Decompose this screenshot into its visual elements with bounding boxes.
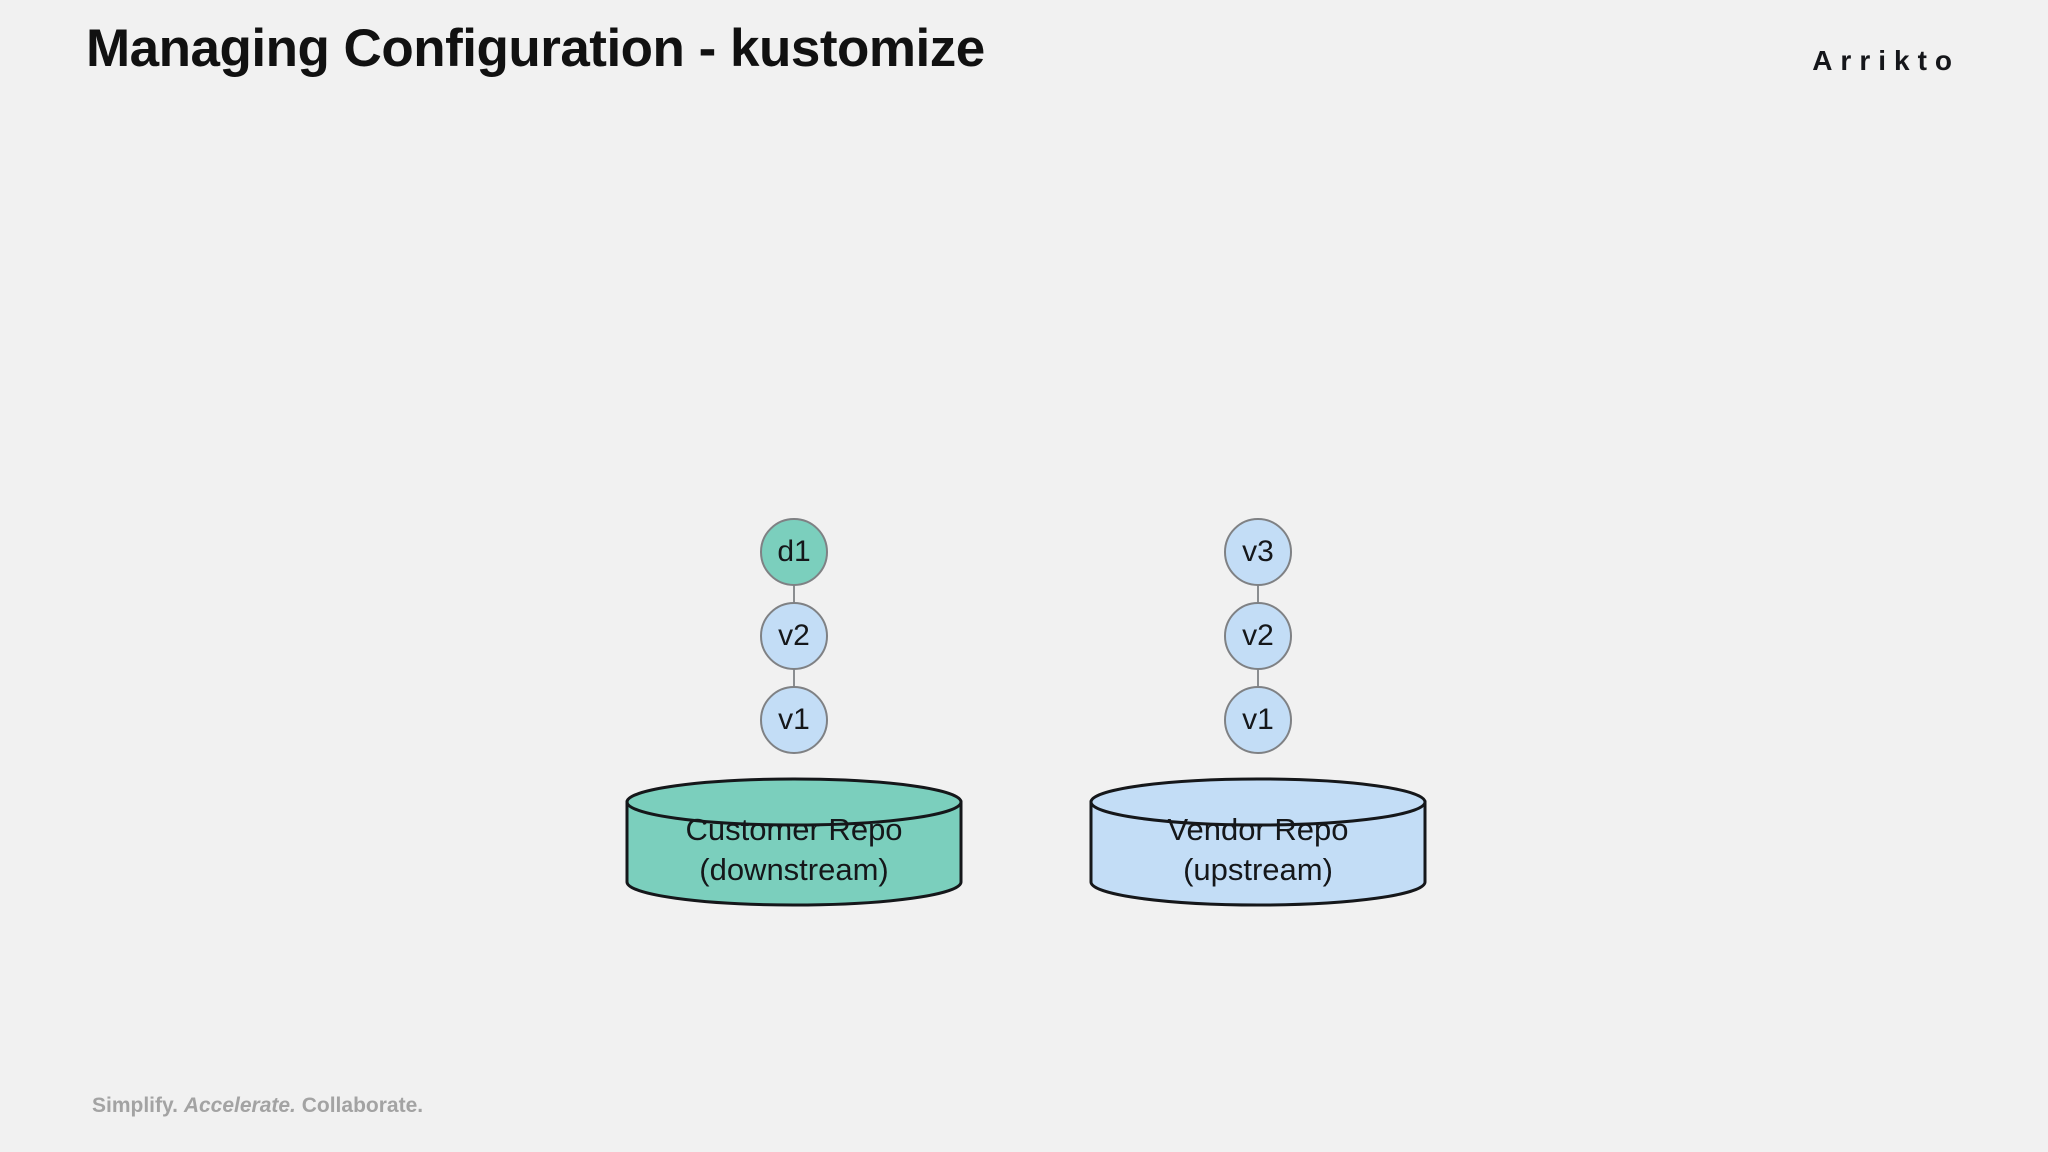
commit-node-vendor-v3[interactable]: v3 bbox=[1224, 518, 1292, 586]
repo-cylinder-customer[interactable]: Customer Repo (downstream) bbox=[624, 776, 964, 908]
slide-tagline: Simplify. Accelerate. Collaborate. bbox=[92, 1094, 423, 1118]
tagline-simplify: Simplify. bbox=[92, 1094, 178, 1117]
commit-link-middle-bottom bbox=[793, 668, 795, 688]
tagline-collaborate: Collaborate. bbox=[301, 1094, 424, 1117]
commit-node-vendor-v2[interactable]: v2 bbox=[1224, 602, 1292, 670]
repo-cylinder-vendor[interactable]: Vendor Repo (upstream) bbox=[1088, 776, 1428, 908]
commit-node-customer-v2[interactable]: v2 bbox=[760, 602, 828, 670]
commit-node-customer-d1[interactable]: d1 bbox=[760, 518, 828, 586]
commit-link-top-middle bbox=[793, 584, 795, 604]
commit-node-customer-v1[interactable]: v1 bbox=[760, 686, 828, 754]
commit-link-middle-bottom bbox=[1257, 668, 1259, 688]
page-title: Managing Configuration - kustomize bbox=[86, 19, 985, 78]
tagline-accelerate: Accelerate. bbox=[183, 1094, 296, 1117]
commit-link-top-middle bbox=[1257, 584, 1259, 604]
cylinder-shape-icon bbox=[1089, 777, 1427, 907]
commit-node-vendor-v1[interactable]: v1 bbox=[1224, 686, 1292, 754]
arrikto-logo: Arrikto bbox=[1812, 45, 1960, 76]
repo-column-customer: d1 v2 v1 Customer Repo (downstream) bbox=[614, 0, 974, 1152]
cylinder-shape-icon bbox=[625, 777, 963, 907]
repo-column-vendor: v3 v2 v1 Vendor Repo (upstream) bbox=[1078, 0, 1438, 1152]
